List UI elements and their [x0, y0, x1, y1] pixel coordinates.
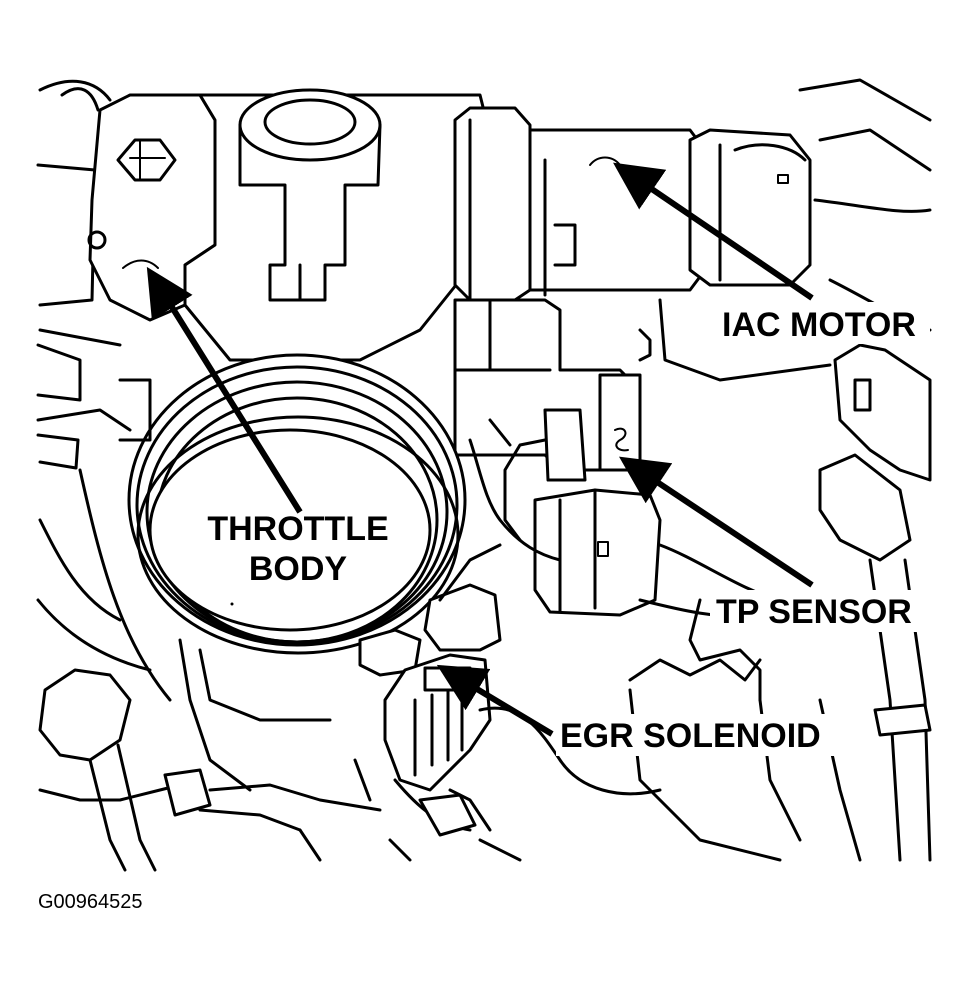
egr-solenoid-leader-arrow — [436, 664, 554, 737]
throttle-body-leader-arrow — [146, 266, 303, 514]
tp-sensor-label: TP SENSOR — [716, 593, 912, 631]
iac-motor-leader-arrow — [613, 162, 814, 301]
engine-bay-linework — [36, 78, 932, 872]
tp-sensor-leader-arrow — [619, 456, 814, 588]
egr-solenoid-label: EGR SOLENOID — [560, 717, 821, 755]
throttle-body-label-line2: BODY — [249, 550, 348, 588]
throttle-body-label-line1: THROTTLE — [207, 510, 388, 548]
figure-id: G00964525 — [38, 891, 143, 913]
iac-motor-label: IAC MOTOR — [722, 306, 916, 344]
